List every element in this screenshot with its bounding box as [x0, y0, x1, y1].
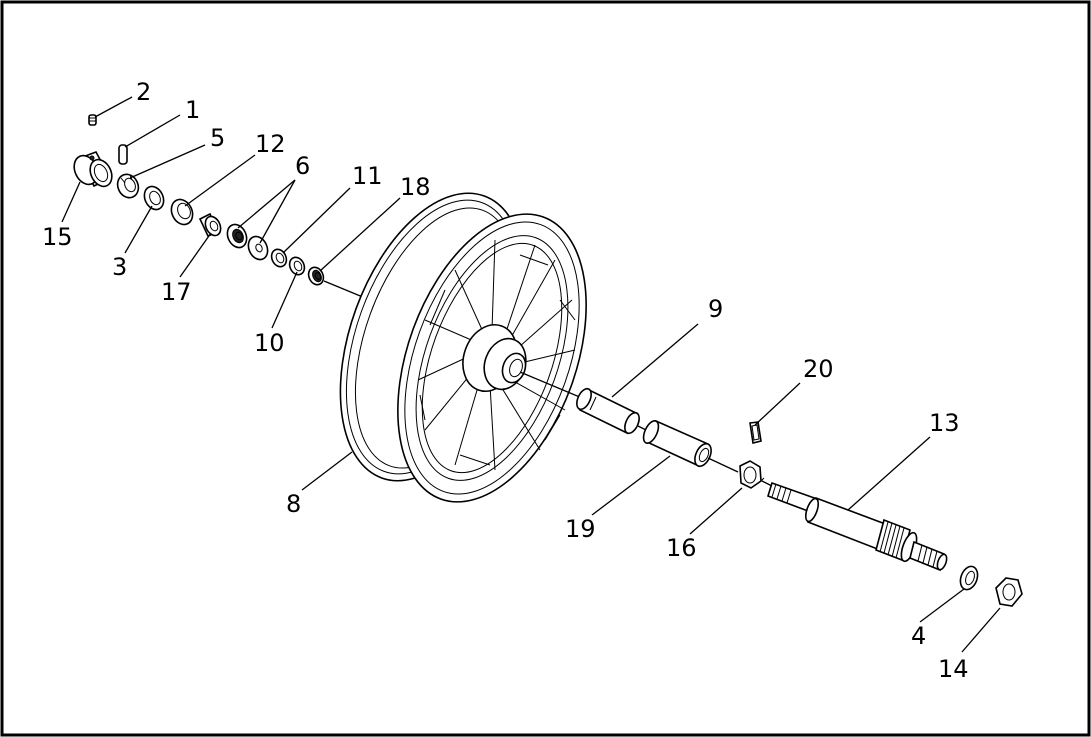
part-bushing — [198, 212, 222, 238]
axis-line-spacer — [707, 457, 739, 473]
part-castle-nut — [116, 173, 140, 199]
callout-2: 2 — [136, 78, 151, 106]
callout-8: 8 — [286, 490, 301, 518]
callout-17: 17 — [161, 278, 192, 306]
part-washer-3 — [143, 185, 165, 211]
callouts: 2 1 5 12 6 11 18 15 3 17 10 9 20 13 8 19… — [42, 78, 969, 683]
part-washer-10 — [288, 256, 306, 276]
callout-4: 4 — [911, 622, 926, 650]
callout-3: 3 — [112, 253, 127, 281]
part-seal — [170, 198, 194, 226]
part-pin — [118, 144, 128, 165]
callout-9: 9 — [708, 295, 723, 323]
part-bearing — [226, 223, 248, 249]
part-set-screw — [88, 114, 97, 126]
callout-10: 10 — [254, 329, 285, 357]
callout-15: 15 — [42, 223, 73, 251]
axis-line-right — [519, 371, 583, 399]
callout-19: 19 — [565, 515, 596, 543]
part-washer-11 — [270, 248, 288, 268]
leader-lines — [61, 96, 1001, 653]
callout-16: 16 — [666, 534, 697, 562]
part-nut-16 — [739, 460, 765, 489]
callout-5: 5 — [210, 124, 225, 152]
part-wheel — [339, 192, 587, 503]
part-axle — [767, 481, 948, 572]
callout-6: 6 — [295, 152, 310, 180]
axis-line-nut — [761, 480, 773, 487]
part-spacer-tube — [576, 387, 640, 435]
callout-20: 20 — [803, 355, 834, 383]
part-collar — [73, 151, 113, 188]
callout-1: 1 — [185, 96, 200, 124]
part-inner-seal — [307, 266, 325, 286]
callout-13: 13 — [929, 409, 960, 437]
part-nut-14 — [995, 577, 1023, 607]
callout-12: 12 — [255, 130, 286, 158]
callout-14: 14 — [938, 655, 969, 683]
part-spacer-ring — [247, 235, 269, 261]
part-lock-washer — [959, 565, 979, 591]
part-spacer — [642, 419, 712, 468]
callout-11: 11 — [352, 162, 383, 190]
callout-18: 18 — [400, 173, 431, 201]
